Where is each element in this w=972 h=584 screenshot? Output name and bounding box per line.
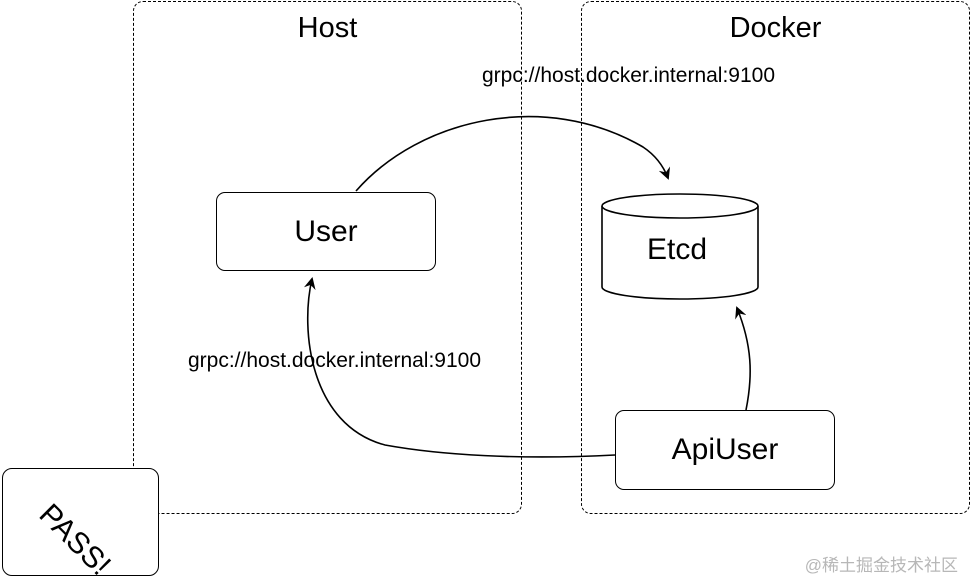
user-node[interactable]: User: [216, 192, 436, 271]
watermark-text: @稀土掘金技术社区: [804, 556, 958, 575]
docker-zone-title: Docker: [729, 12, 822, 44]
etcd-database-shape: [601, 193, 759, 300]
arrow-apiuser-to-user: [303, 277, 616, 458]
arrow-apiuser-to-etcd: [735, 306, 751, 411]
user-node-label: User: [294, 214, 358, 248]
etcd-node-label: Etcd: [647, 233, 708, 266]
apiuser-node[interactable]: ApiUser: [615, 410, 835, 490]
arrow-user-to-etcd: [355, 115, 671, 192]
edge-label-apiuser-to-user: grpc://host.docker.internal:9100: [188, 349, 482, 372]
docker-zone: Docker: [581, 1, 970, 514]
apiuser-node-label: ApiUser: [671, 433, 779, 466]
edge-label-user-to-etcd: grpc://host.docker.internal:9100: [482, 64, 776, 87]
host-zone-title: Host: [297, 12, 358, 44]
host-zone: Host: [133, 1, 522, 514]
pass-badge: [2, 468, 159, 576]
